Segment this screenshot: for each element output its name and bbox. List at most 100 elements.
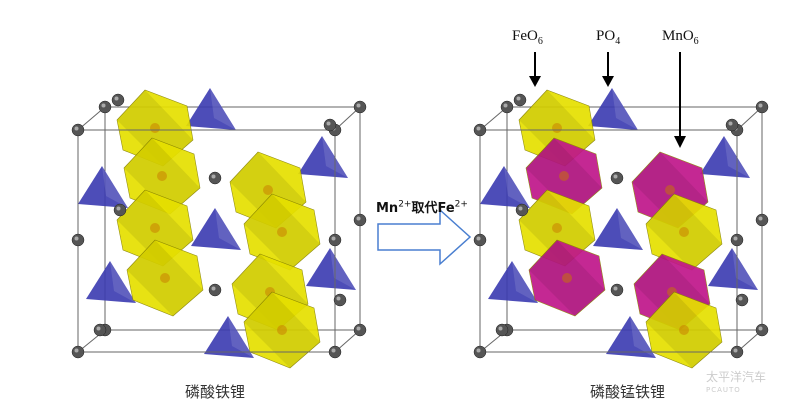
po4-tetrahedron	[606, 316, 656, 358]
po4-tetrahedron	[480, 166, 530, 208]
li-atom-highlight	[613, 174, 618, 179]
limnfepo4-structure	[473, 88, 769, 369]
li-atom	[513, 93, 527, 107]
li-atom-highlight	[211, 174, 216, 179]
po4-tetrahedron-face	[504, 166, 530, 208]
li-atom	[353, 213, 367, 227]
li-atom	[730, 345, 744, 359]
li-atom-highlight	[336, 296, 341, 301]
li-atom-highlight	[613, 286, 618, 291]
feo6-octahedron-center-atom	[552, 223, 562, 233]
li-atom	[353, 100, 367, 114]
li-atom-highlight	[758, 103, 763, 108]
li-atom-highlight	[516, 96, 521, 101]
li-atom-highlight	[733, 236, 738, 241]
feo6-octahedron-center-atom	[150, 223, 160, 233]
feo6-octahedron-center-atom	[160, 273, 170, 283]
li-atom	[725, 118, 739, 132]
po4-tetrahedron-face	[110, 261, 136, 303]
feo6-octahedron-center-atom	[277, 325, 287, 335]
li-atom-highlight	[738, 296, 743, 301]
li-atom	[71, 345, 85, 359]
mno6-octahedron-center-atom	[559, 171, 569, 181]
po4-tetrahedron	[588, 88, 638, 130]
li-atom	[473, 233, 487, 247]
po4-tetrahedron-face	[228, 316, 254, 358]
li-atom	[735, 293, 749, 307]
li-atom-highlight	[476, 126, 481, 131]
li-atom-highlight	[356, 103, 361, 108]
li-atom-highlight	[101, 103, 106, 108]
feo6-octahedron-center-atom	[552, 123, 562, 133]
li-atom	[610, 171, 624, 185]
li-atom	[328, 345, 342, 359]
right-caption: 磷酸锰铁锂	[590, 383, 666, 401]
feo6-octahedron-center-atom	[157, 171, 167, 181]
li-atom-highlight	[356, 326, 361, 331]
lifepo4-structure	[71, 88, 367, 369]
li-atom-highlight	[116, 206, 121, 211]
li-atom-highlight	[356, 216, 361, 221]
li-atom	[328, 233, 342, 247]
li-atom-highlight	[476, 236, 481, 241]
po4-tetrahedron-face	[102, 166, 128, 208]
po4-tetrahedron	[488, 261, 538, 303]
po4-tetrahedron-face	[630, 316, 656, 358]
li-atom	[500, 100, 514, 114]
li-atom-highlight	[728, 121, 733, 126]
po4-tetrahedron	[191, 208, 241, 250]
po4-tetrahedron-face	[215, 208, 241, 250]
li-atom	[353, 323, 367, 337]
li-atom-highlight	[74, 236, 79, 241]
label-po4: PO4	[596, 28, 621, 47]
li-atom	[730, 233, 744, 247]
feo6-octahedron-center-atom	[277, 227, 287, 237]
li-atom	[113, 203, 127, 217]
li-atom-highlight	[518, 206, 523, 211]
substitution-label: Mn2+取代Fe2+	[376, 199, 468, 216]
li-atom-highlight	[758, 216, 763, 221]
li-atom-highlight	[96, 326, 101, 331]
po4-tetrahedron	[86, 261, 136, 303]
li-atom	[473, 123, 487, 137]
po4-tetrahedron-face	[210, 88, 236, 130]
po4-tetrahedron	[593, 208, 643, 250]
li-atom	[755, 323, 769, 337]
li-atom-highlight	[74, 126, 79, 131]
li-atom	[495, 323, 509, 337]
li-atom-highlight	[758, 326, 763, 331]
li-atom-highlight	[326, 121, 331, 126]
label-mno6: MnO6	[662, 28, 699, 47]
po4-tetrahedron-face	[612, 88, 638, 130]
li-atom	[93, 323, 107, 337]
li-atom-highlight	[498, 326, 503, 331]
li-atom	[71, 123, 85, 137]
pointer-arrows	[529, 52, 686, 148]
feo6-octahedron-center-atom	[150, 123, 160, 133]
li-atom	[333, 293, 347, 307]
li-atom	[473, 345, 487, 359]
left-caption: 磷酸铁锂	[185, 383, 246, 401]
po4-tetrahedron	[708, 248, 758, 290]
li-atom	[755, 213, 769, 227]
li-atom-highlight	[503, 103, 508, 108]
li-atom	[610, 283, 624, 297]
li-atom-highlight	[331, 236, 336, 241]
po4-tetrahedron-face	[330, 248, 356, 290]
li-atom	[755, 100, 769, 114]
li-atom-highlight	[331, 348, 336, 353]
mno6-octahedron-center-atom	[665, 185, 675, 195]
po4-tetrahedron-face	[617, 208, 643, 250]
li-atom	[71, 233, 85, 247]
li-atom	[111, 93, 125, 107]
label-feo6: FeO6	[512, 28, 543, 47]
po4-tetrahedron	[186, 88, 236, 130]
li-atom	[515, 203, 529, 217]
li-atom	[208, 171, 222, 185]
li-atom-highlight	[733, 348, 738, 353]
li-atom-highlight	[74, 348, 79, 353]
mno6-octahedron-center-atom	[562, 273, 572, 283]
li-atom-highlight	[476, 348, 481, 353]
po4-tetrahedron	[204, 316, 254, 358]
